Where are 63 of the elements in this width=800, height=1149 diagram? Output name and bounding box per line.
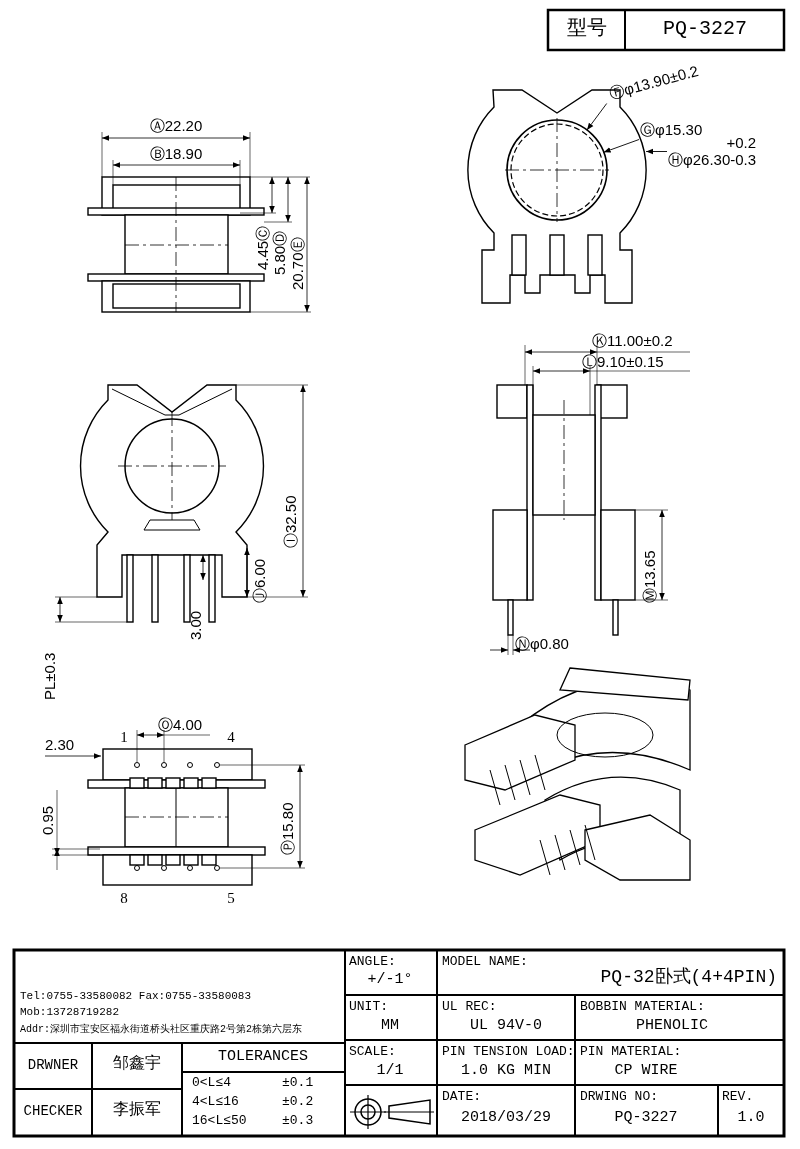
dimension-label: Ⓘ32.50 (283, 495, 300, 548)
field-value: UL 94V-0 (470, 1018, 542, 1035)
field-value: MM (381, 1018, 399, 1035)
dimension-label: Ⓖφ15.30 (640, 122, 703, 139)
field-label: BOBBIN MATERIAL: (580, 1000, 705, 1015)
contact-text: Mob:13728719282 (20, 1006, 120, 1019)
pin-number: 1 (120, 729, 128, 746)
dimension-label: Ⓝφ0.80 (515, 636, 569, 653)
dimension-label: 20.70Ⓔ (290, 237, 307, 290)
tolerance-label: +0.2 (726, 135, 757, 152)
field-value: 2018/03/29 (461, 1110, 551, 1127)
address-text: Addr:深圳市宝安区福永街道桥头社区重庆路2号第2栋第六层东 (20, 1024, 302, 1035)
row-header: DRWNER (27, 1058, 79, 1074)
tolerance-range: 0<L≤4 (192, 1076, 231, 1091)
tolerance-value: ±0.1 (282, 1076, 314, 1091)
dimension-label: Ⓚ11.00±0.2 (592, 333, 673, 350)
dimension-label: 2.30 (45, 737, 75, 754)
field-value: PHENOLIC (636, 1018, 708, 1035)
table-header: TOLERANCES (218, 1049, 308, 1066)
model-number: PQ-3227 (663, 18, 747, 40)
bore-circle (506, 119, 608, 221)
dimension-label: Ⓑ18.90 (149, 146, 203, 163)
pin-number: 8 (120, 890, 128, 907)
field-value: 1.0 KG MIN (461, 1063, 551, 1080)
field-label: 型号 (567, 18, 607, 40)
row-header: CHECKER (23, 1104, 83, 1120)
dimension-label: 4.45Ⓒ (255, 225, 272, 270)
dimension-label: 5.80Ⓓ (272, 230, 289, 275)
name-text: 李振军 (113, 1102, 161, 1120)
dimension-label: Ⓜ13.65 (642, 550, 659, 603)
field-label: MODEL NAME: (442, 955, 528, 970)
dimension-label: PL±0.3 (42, 652, 59, 700)
field-label: DRWING NO: (580, 1090, 658, 1105)
dimension-label: Ⓛ9.10±0.15 (582, 354, 664, 371)
field-value: 1/1 (376, 1063, 404, 1080)
pin-number: 4 (227, 729, 235, 746)
dimension-label: 0.95 (40, 805, 57, 835)
field-label: REV. (722, 1090, 754, 1105)
field-value: +/-1° (367, 972, 413, 989)
field-label: PIN MATERIAL: (580, 1045, 682, 1060)
name-text: 邹鑫宇 (113, 1056, 161, 1074)
field-value: 1.0 (737, 1110, 765, 1127)
contact-text: Tel:0755-33580082 Fax:0755-33580083 (20, 990, 252, 1003)
field-label: ANGLE: (349, 955, 396, 970)
tolerance-value: ±0.3 (282, 1114, 314, 1129)
field-label: PIN TENSION LOAD: (442, 1045, 575, 1060)
tolerance-value: ±0.2 (282, 1095, 314, 1110)
dimension-label: Ⓙ6.00 (252, 558, 269, 603)
field-label: SCALE: (349, 1045, 396, 1060)
field-label: UL REC: (442, 1000, 497, 1015)
dimension-label: Ⓞ4.00 (158, 717, 203, 734)
pin-number: 5 (227, 890, 235, 907)
tolerance-range: 4<L≤16 (192, 1095, 239, 1110)
dimension-label: Ⓟ15.80 (280, 802, 297, 855)
field-label: UNIT: (349, 1000, 388, 1015)
tolerance-range: 16<L≤50 (192, 1114, 247, 1129)
field-value: PQ-32卧式(4+4PIN) (600, 968, 777, 988)
dimension-label: 3.00 (188, 610, 205, 640)
field-value: PQ-3227 (614, 1110, 678, 1127)
dimension-label: Ⓐ22.20 (149, 118, 203, 135)
dimension-label: Ⓗφ26.30-0.3 (668, 151, 757, 168)
field-value: CP WIRE (614, 1063, 678, 1080)
field-label: DATE: (442, 1090, 481, 1105)
